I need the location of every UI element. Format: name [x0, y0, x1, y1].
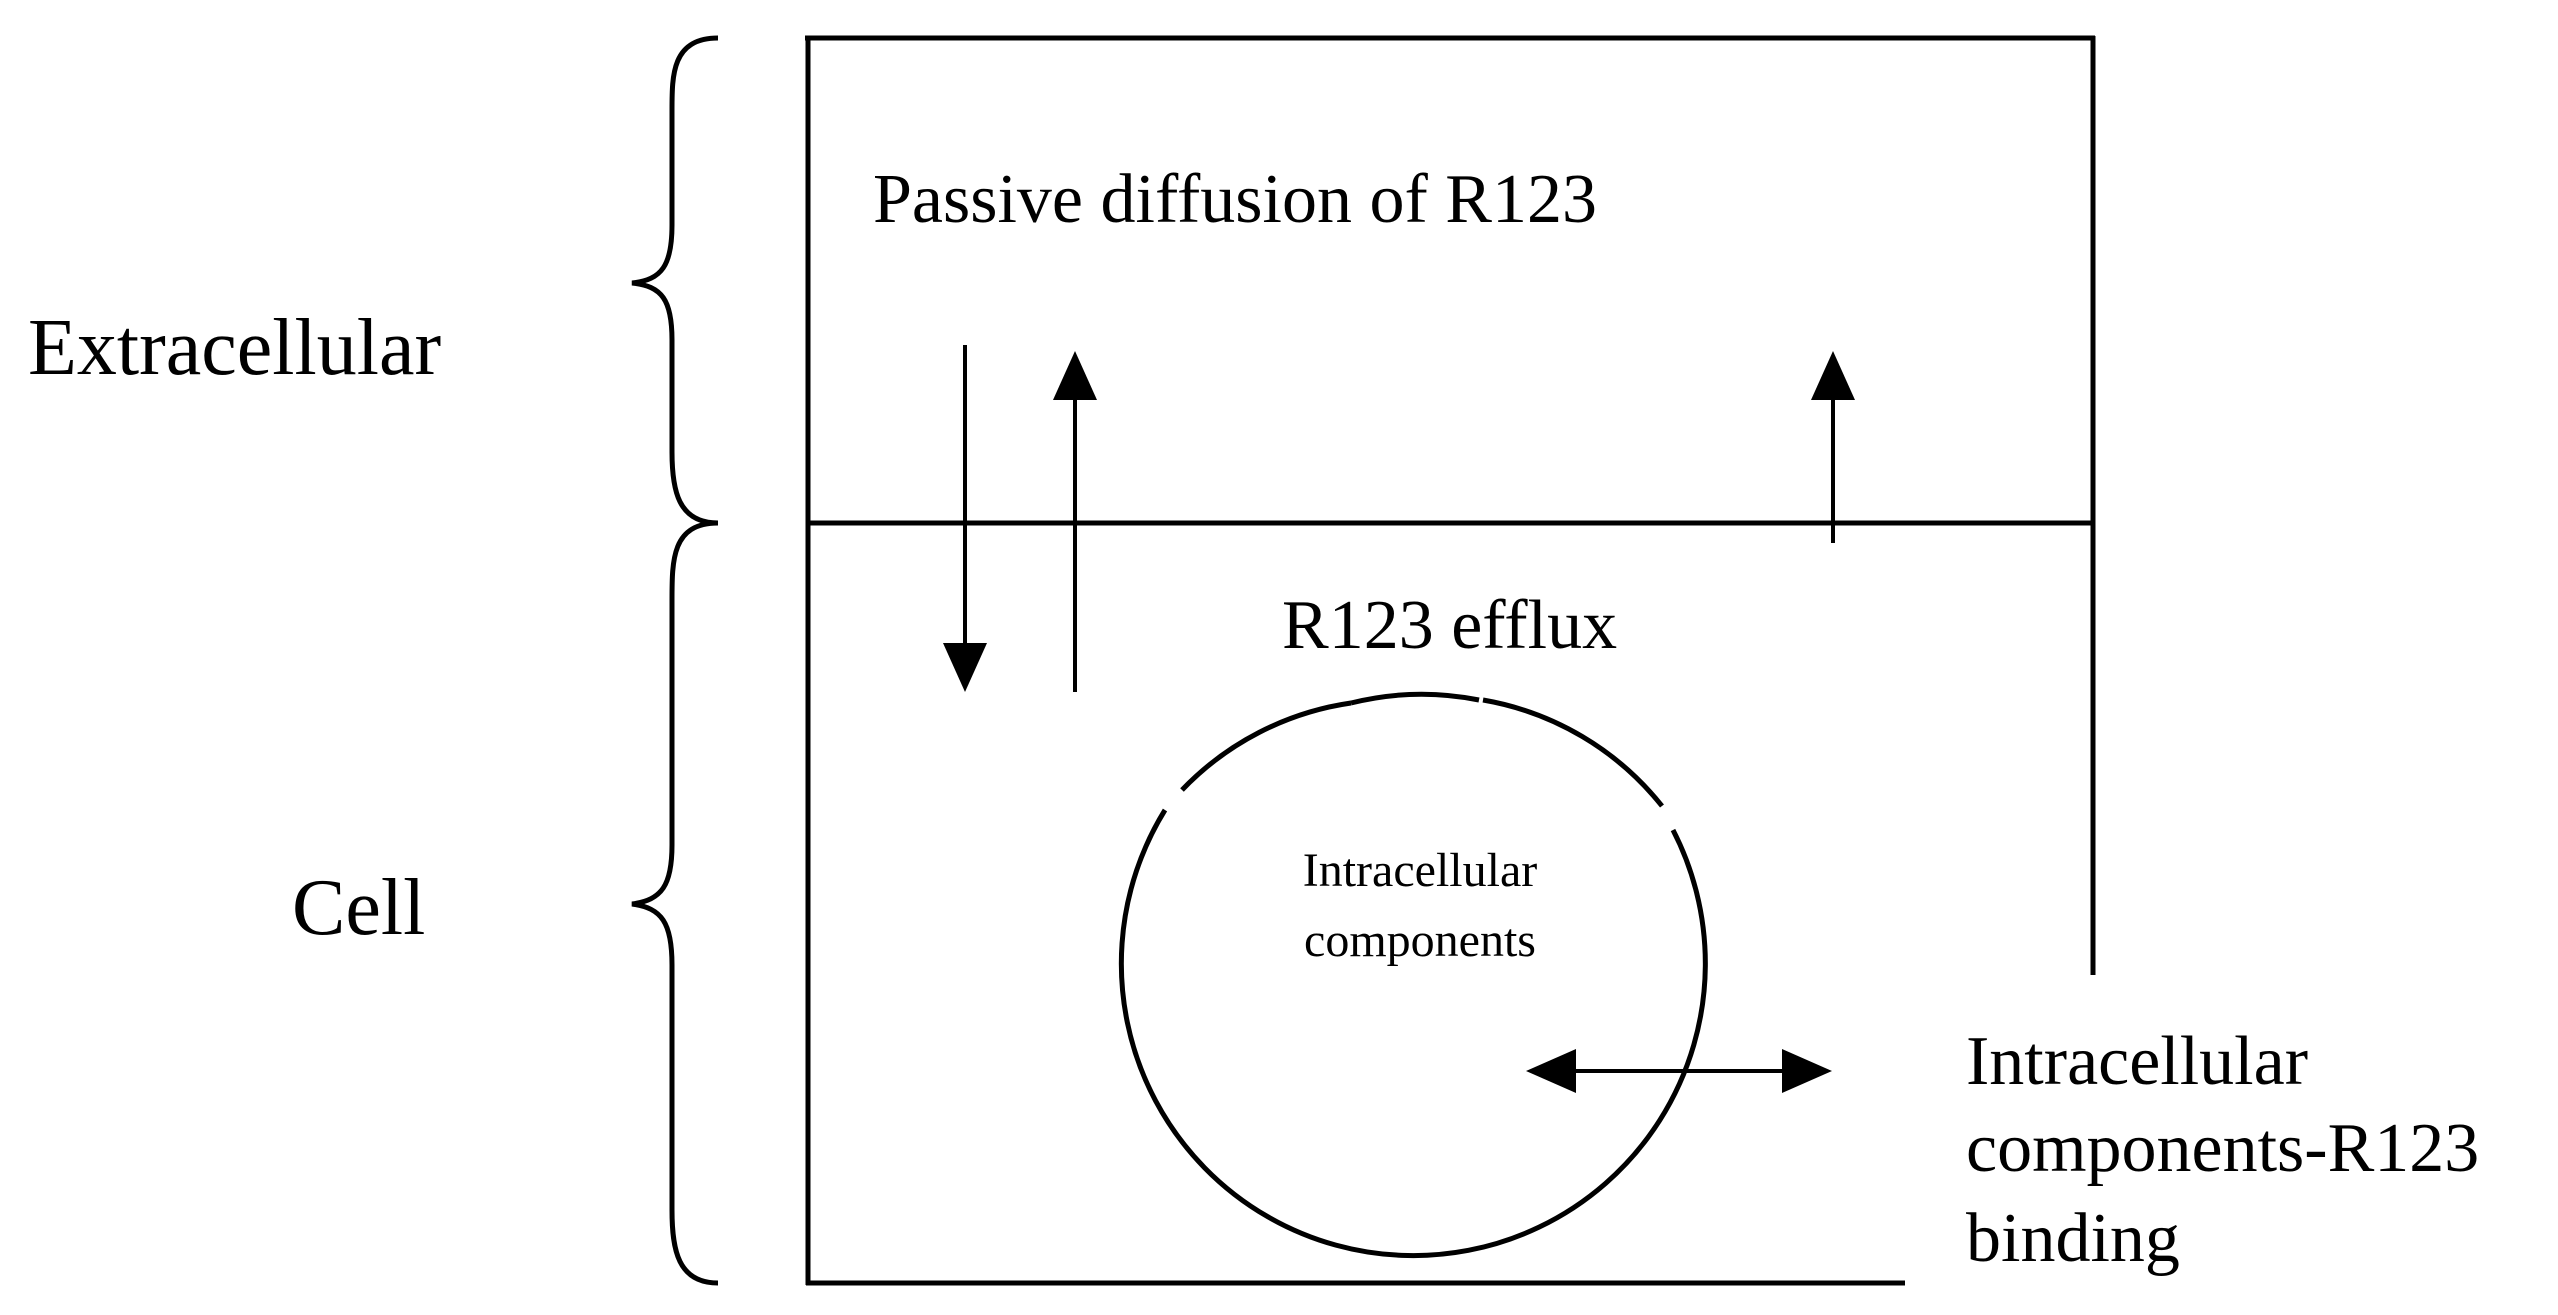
binding-double-arrow: [1526, 1049, 1832, 1093]
intracellular-components-label-line1: Intracellular: [1303, 844, 1538, 897]
compartment-box: [805, 35, 2096, 1286]
efflux-arrow: [1811, 351, 1855, 543]
binding-label-line3: binding: [1966, 1200, 2180, 1277]
extracellular-brace: [631, 35, 719, 526]
passive-diffusion-label: Passive diffusion of R123: [873, 161, 1597, 238]
intracellular-components-label-line2: components: [1304, 914, 1536, 967]
intracellular-components-circle: [1118, 691, 1708, 1259]
binding-label-line2: components-R123: [1966, 1110, 2479, 1187]
extracellular-label: Extracellular: [28, 304, 441, 392]
cell-brace: [631, 520, 719, 1286]
passive-diffusion-out-arrow: [1053, 351, 1097, 692]
binding-label-line1: Intracellular: [1966, 1023, 2308, 1100]
passive-diffusion-in-arrow: [943, 345, 987, 692]
cell-label: Cell: [292, 864, 425, 952]
efflux-label: R123 efflux: [1282, 587, 1617, 664]
